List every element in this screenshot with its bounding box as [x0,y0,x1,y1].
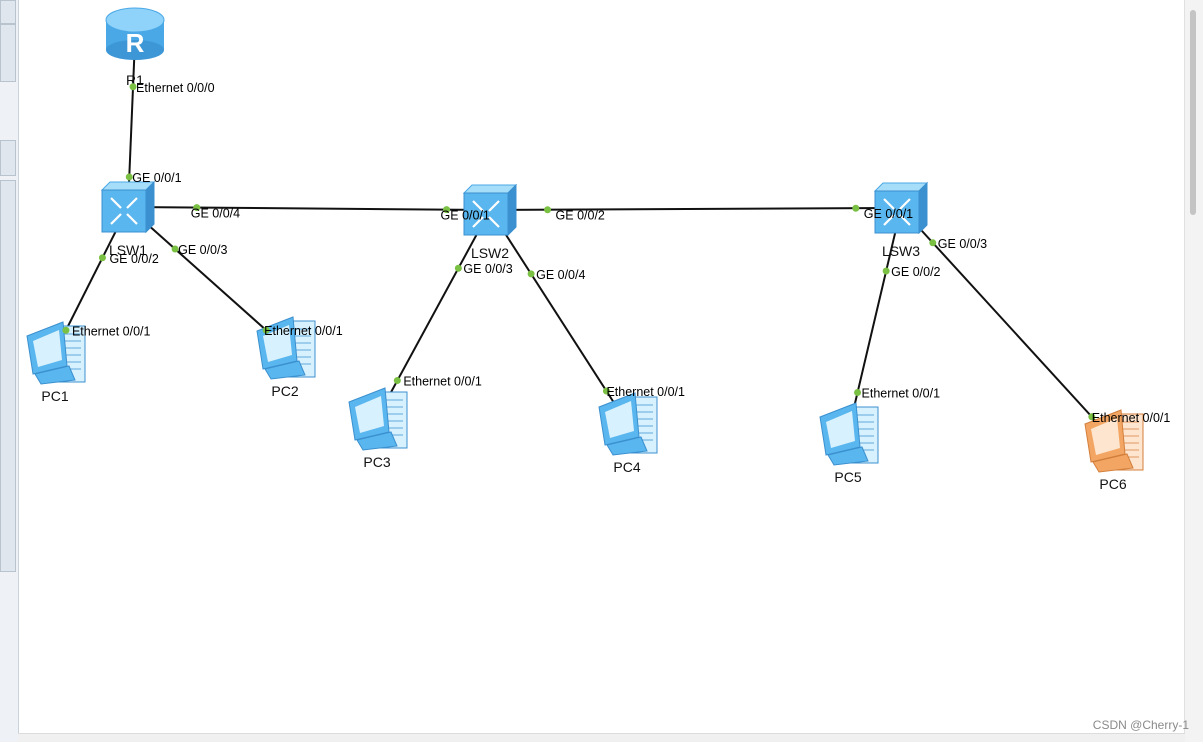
port-label: GE 0/0/4 [191,207,240,221]
horizontal-scrollbar[interactable] [18,733,1185,742]
port-label: GE 0/0/1 [441,209,490,223]
port-dot[interactable] [171,245,179,253]
link-lsw1-lsw2[interactable] [127,206,491,211]
port-dot[interactable] [193,204,201,212]
port-label: GE 0/0/3 [463,262,512,276]
device-pc4[interactable]: PC4 [598,392,658,475]
scrollbar-thumb[interactable] [1190,10,1196,215]
device-pc3[interactable]: PC3 [348,387,408,470]
port-label: Ethernet 0/0/1 [403,375,482,389]
port-label: Ethernet 0/0/0 [136,81,215,95]
device-label: PC2 [271,383,298,399]
watermark: CSDN @Cherry-1 [1092,718,1189,732]
port-label: GE 0/0/1 [132,171,181,185]
panel-section [0,180,16,572]
panel-section [0,24,16,82]
port-label: GE 0/0/1 [864,207,913,221]
port-dot[interactable] [393,377,401,385]
port-label: Ethernet 0/0/1 [72,324,151,338]
port-label: GE 0/0/4 [536,268,585,282]
port-label: Ethernet 0/0/1 [264,324,343,338]
device-r1[interactable]: R R1 [105,7,165,88]
device-label: PC4 [613,459,640,475]
panel-tab[interactable] [0,140,16,176]
port-dot[interactable] [443,206,451,214]
port-dot[interactable] [882,267,890,275]
device-pc1[interactable]: PC1 [26,321,86,404]
device-label: LSW1 [109,242,147,258]
port-dot[interactable] [262,326,270,334]
device-label: PC5 [834,469,861,485]
device-lsw2[interactable]: LSW2 [462,183,518,261]
port-dot[interactable] [129,83,137,91]
port-dot[interactable] [454,264,462,272]
panel-tab[interactable] [0,0,16,24]
vertical-scrollbar[interactable] [1184,0,1203,742]
port-label: GE 0/0/2 [556,209,605,223]
left-panel [0,0,19,742]
device-pc5[interactable]: PC5 [819,402,879,485]
device-label: PC6 [1099,476,1126,492]
port-dot[interactable] [527,270,535,278]
port-dot[interactable] [852,204,860,212]
port-label: GE 0/0/3 [178,243,227,257]
port-dot[interactable] [854,389,862,396]
device-lsw1[interactable]: LSW1 [100,180,156,258]
port-label: GE 0/0/2 [109,252,158,266]
port-dot[interactable] [125,173,133,181]
port-label: Ethernet 0/0/1 [1092,411,1171,425]
link-lsw3-pc6[interactable] [900,207,1114,441]
port-label: GE 0/0/2 [891,265,940,279]
port-dot[interactable] [929,239,937,247]
port-dot[interactable] [62,326,70,334]
device-label: PC3 [363,454,390,470]
device-label: PC1 [41,388,68,404]
port-label: Ethernet 0/0/1 [606,385,685,399]
device-label: R1 [126,72,144,88]
link-lsw2-pc4[interactable] [489,209,628,424]
port-label: Ethernet 0/0/1 [862,387,941,401]
port-label: GE 0/0/3 [938,237,987,251]
port-dot[interactable] [544,206,552,214]
svg-text:R: R [126,28,145,58]
device-pc6[interactable]: PC6 [1084,409,1144,492]
port-dot[interactable] [1088,413,1096,421]
link-lsw1-pc2[interactable] [127,206,286,348]
device-label: LSW3 [882,243,920,259]
device-label: LSW2 [471,245,509,261]
port-dot[interactable] [98,254,106,262]
link-lsw2-lsw3[interactable] [489,207,902,211]
device-lsw3[interactable]: LSW3 [873,181,929,259]
port-dot[interactable] [602,387,610,395]
